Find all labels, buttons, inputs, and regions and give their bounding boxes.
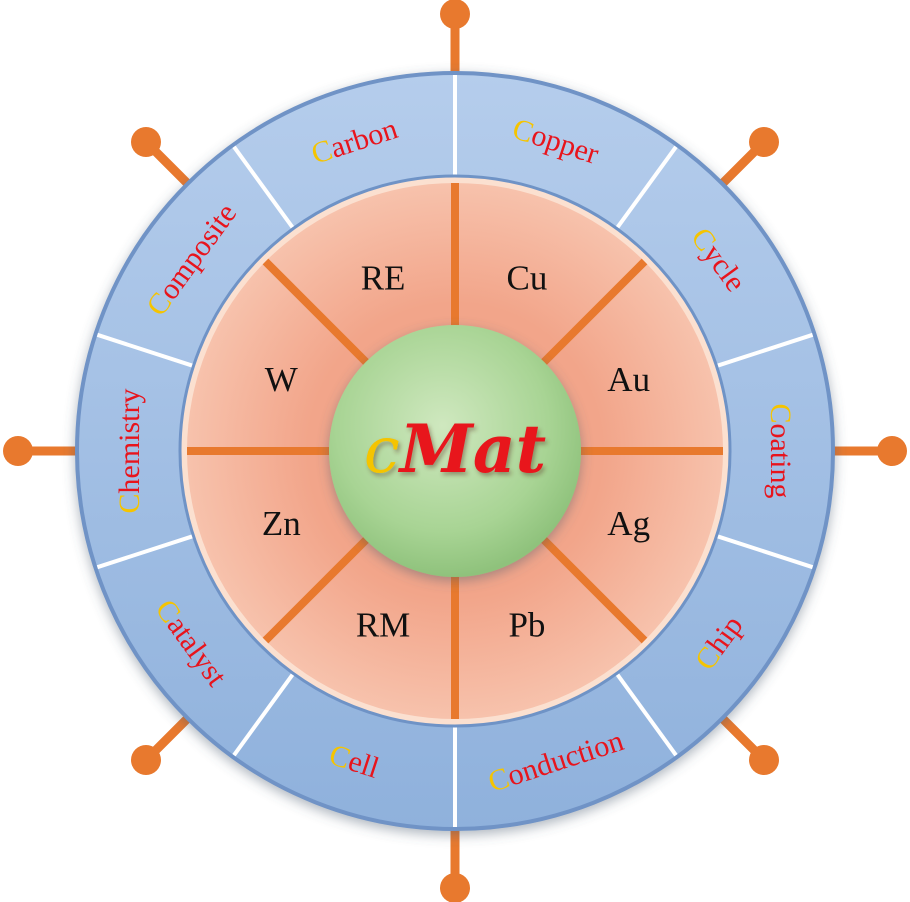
center-logo: cMat [364, 410, 546, 488]
helm-handle-knob [440, 0, 470, 29]
inner-segment-label: Cu [507, 258, 548, 297]
inner-segment-label: Ag [607, 504, 650, 543]
inner-spokes [187, 183, 723, 719]
outer-label-rest: hemistry [113, 388, 146, 493]
helm-handle-knob [130, 126, 161, 157]
center-logo-prefix: c [364, 414, 400, 488]
inner-spoke [262, 533, 373, 644]
ring-divider [716, 534, 814, 570]
outer-segment-label: Coating [764, 403, 797, 498]
ring-divider [615, 145, 678, 229]
helm-handle-knob [877, 436, 907, 466]
inner-segment-label: RM [356, 606, 410, 645]
inner-spoke [537, 258, 648, 369]
inner-segment-label: Au [607, 360, 650, 399]
inner-segment-label: Zn [262, 504, 301, 543]
inner-segment-label: W [265, 360, 298, 399]
center-hub [329, 325, 581, 577]
outer-label-initial: C [764, 403, 797, 423]
helm-handle-knob [749, 745, 780, 776]
center-logo-word: Mat [398, 410, 546, 488]
outer-label-rest: oating [764, 424, 797, 499]
helm-handle-knob [130, 745, 161, 776]
inner-segment-label: Pb [508, 606, 545, 645]
ring-divider [716, 332, 814, 368]
ring-divider [96, 332, 194, 368]
ring-divider [615, 673, 678, 757]
inner-spoke [262, 258, 373, 369]
inner-spoke [537, 533, 648, 644]
helm-handle-knob [749, 126, 780, 157]
outer-segment-label: Chemistry [113, 388, 146, 513]
helm-handle-knob [3, 436, 33, 466]
outer-label-initial: C [113, 493, 146, 513]
helm-handle-knob [440, 873, 470, 902]
inner-segment-label: RE [361, 258, 406, 297]
ring-divider [96, 534, 194, 570]
ring-divider [232, 673, 295, 757]
ring-divider [232, 145, 295, 229]
outer-ring-dividers [96, 75, 814, 827]
